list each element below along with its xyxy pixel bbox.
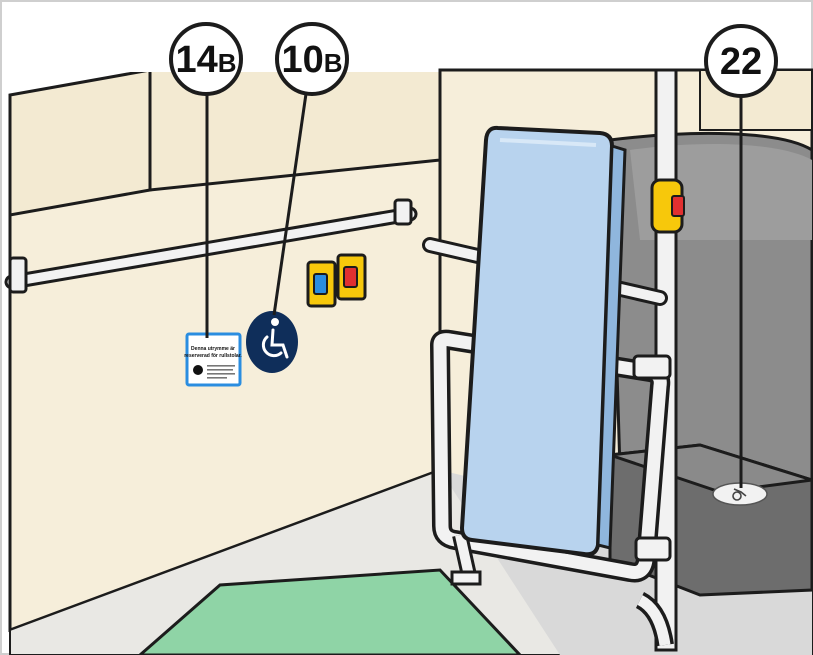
pole-clamp-lower xyxy=(636,538,670,560)
callout-14b: 14B xyxy=(171,24,241,94)
folding-backrest xyxy=(462,128,625,554)
wall-rail-bracket-left xyxy=(10,258,26,292)
sticker-heading-line1: Denna utrymme är xyxy=(191,346,235,352)
wall-call-button-red xyxy=(338,255,365,299)
callout-10b-suffix: B xyxy=(324,48,343,78)
wheelchair-symbol-sticker xyxy=(246,311,298,373)
info-icon xyxy=(193,365,203,375)
callout-22: 22 xyxy=(706,26,776,96)
callout-10b: 10B xyxy=(277,24,347,94)
upper-wall-panel-left xyxy=(10,70,150,215)
pole-stop-button xyxy=(652,180,684,232)
pole-clamp-upper xyxy=(634,356,670,378)
callout-14b-suffix: B xyxy=(218,48,237,78)
svg-text:22: 22 xyxy=(720,41,762,83)
ceiling xyxy=(10,10,810,72)
callout-10b-number: 10 xyxy=(281,39,323,81)
sticker-heading-line2: reserverad för rullstolar. xyxy=(184,353,242,359)
frame-foot xyxy=(452,572,480,584)
callout-14b-number: 14 xyxy=(175,39,217,81)
callout-22-number: 22 xyxy=(720,41,762,83)
wall-rail-bracket-right xyxy=(395,200,411,224)
information-sticker: Denna utrymme är reserverad för rullstol… xyxy=(184,334,242,385)
wall-call-button-blue xyxy=(308,262,335,306)
